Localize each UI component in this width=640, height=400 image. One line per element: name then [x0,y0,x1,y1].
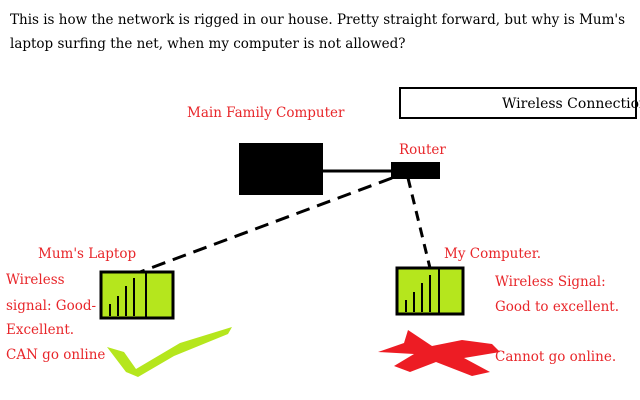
mums-laptop-note-3: Excellent. [6,322,75,338]
mums-laptop-note-4: CAN go online [6,347,106,363]
wireless-link-my-computer [406,177,432,269]
wireless-link-mums-laptop [139,176,393,274]
mums-laptop-label: Mum's Laptop [38,246,137,262]
main-computer-label: Main Family Computer [187,105,345,121]
intro-line-1: This is how the network is rigged in our… [10,12,626,28]
legend-label: Wireless Connection [502,96,640,112]
mums-laptop-device [99,270,175,320]
cross-icon [378,330,500,376]
mums-laptop-note-2: signal: Good- [6,298,97,314]
my-computer-note-3: Cannot go online. [495,349,617,365]
my-computer-device [395,266,465,316]
legend-box [399,87,637,119]
intro-line-2: laptop surfing the net, when my computer… [10,36,406,52]
mums-laptop-note-1: Wireless [6,272,65,288]
check-icon [107,327,232,377]
my-computer-note-2: Good to excellent. [495,299,620,315]
my-computer-label: My Computer. [444,246,542,262]
intro-text: This is how the network is rigged in our… [10,8,630,56]
my-computer-note-1: Wireless Signal: [495,274,606,290]
main-family-computer-box [239,143,323,195]
router-box [391,162,440,179]
router-label: Router [399,142,446,158]
